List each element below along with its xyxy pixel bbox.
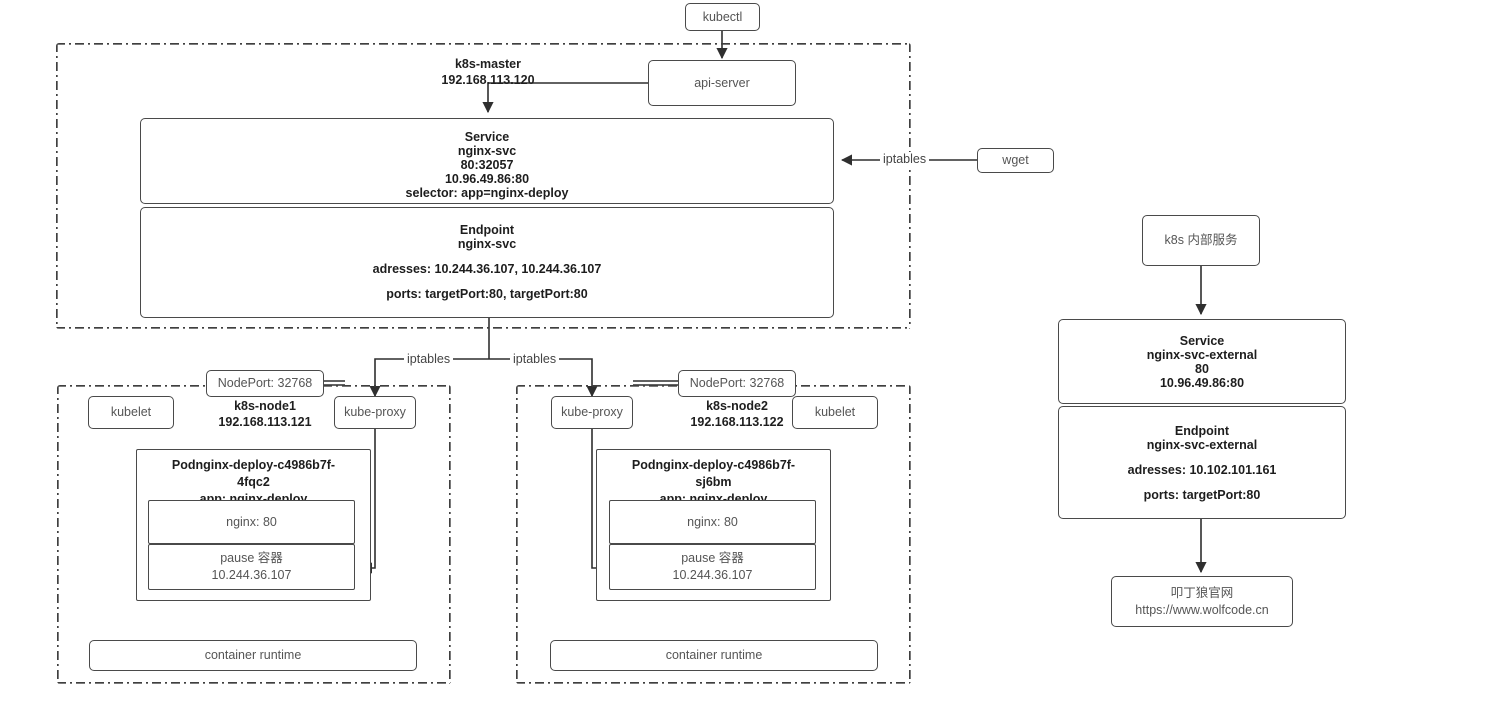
node1-kube-proxy-box[interactable]: kube-proxy <box>334 396 416 429</box>
node1-container-runtime-box[interactable]: container runtime <box>89 640 417 671</box>
node1-nginx-label: nginx: 80 <box>226 514 277 529</box>
node1-kubelet-box[interactable]: kubelet <box>88 396 174 429</box>
service-cluster-ip: 10.96.49.86:80 <box>444 172 530 186</box>
node1-nodeport-box[interactable]: NodePort: 32768 <box>206 370 324 397</box>
node2-pause-container-box[interactable]: pause 容器 10.244.36.107 <box>609 544 816 590</box>
node2-nodeport-label: NodePort: 32768 <box>689 376 785 391</box>
node2-kube-proxy-box[interactable]: kube-proxy <box>551 396 633 429</box>
node1-name: k8s-node1 <box>234 399 296 413</box>
node2-nginx-label: nginx: 80 <box>687 514 738 529</box>
node1-nodeport-label: NodePort: 32768 <box>217 376 313 391</box>
api-server-box[interactable]: api-server <box>648 60 796 106</box>
master-endpoint-panel[interactable]: Endpoint nginx-svc adresses: 10.244.36.1… <box>140 207 834 318</box>
endpoint-kind: Endpoint <box>459 223 515 237</box>
node2-nginx-container-box[interactable]: nginx: 80 <box>609 500 816 544</box>
node2-pod-title: Podnginx-deploy-c4986b7f- <box>631 458 796 472</box>
iptables-label-node1: iptables <box>404 352 454 366</box>
api-server-label: api-server <box>694 75 750 90</box>
wget-box[interactable]: wget <box>977 148 1054 173</box>
node2-pod-suffix: sj6bm <box>695 474 732 489</box>
node1-container-runtime-label: container runtime <box>204 648 302 663</box>
k8s-master-ip: 192.168.113.120 <box>441 73 535 88</box>
k8s-master-name: k8s-master <box>454 57 521 71</box>
external-service-panel[interactable]: Service nginx-svc-external 80 10.96.49.8… <box>1058 319 1346 404</box>
endpoint-name: nginx-svc <box>457 237 517 251</box>
node2-kubelet-box[interactable]: kubelet <box>792 396 878 429</box>
node2-pause-ip: 10.244.36.107 <box>672 568 753 582</box>
node2-name: k8s-node2 <box>706 399 768 413</box>
node2-kube-proxy-label: kube-proxy <box>561 405 623 420</box>
node1-ip: 192.168.113.121 <box>218 415 312 430</box>
node1-pause-container-box[interactable]: pause 容器 10.244.36.107 <box>148 544 355 590</box>
wolfcode-site-url: https://www.wolfcode.cn <box>1135 602 1269 617</box>
service-name: nginx-svc <box>457 144 517 158</box>
external-endpoint-addresses: adresses: 10.102.101.161 <box>1127 463 1277 477</box>
node1-kubelet-label: kubelet <box>110 405 152 420</box>
node1-kube-proxy-label: kube-proxy <box>344 405 406 420</box>
master-service-panel[interactable]: Service nginx-svc 80:32057 10.96.49.86:8… <box>140 118 834 204</box>
node2-title: k8s-node2 192.168.113.122 <box>667 398 807 431</box>
node2-ip: 192.168.113.122 <box>690 415 784 430</box>
external-service-kind: Service <box>1179 333 1225 348</box>
k8s-master-title: k8s-master 192.168.113.120 <box>418 56 558 89</box>
node2-container-runtime-label: container runtime <box>665 648 763 663</box>
endpoint-addresses: adresses: 10.244.36.107, 10.244.36.107 <box>372 262 602 276</box>
kubectl-label: kubectl <box>702 9 743 24</box>
node1-pod-title: Podnginx-deploy-c4986b7f- <box>171 458 336 472</box>
node2-kubelet-label: kubelet <box>814 405 856 420</box>
external-service-cluster-ip: 10.96.49.86:80 <box>1159 375 1245 390</box>
external-endpoint-name: nginx-svc-external <box>1146 438 1258 452</box>
external-endpoint-kind: Endpoint <box>1174 424 1230 438</box>
node1-title: k8s-node1 192.168.113.121 <box>195 398 335 431</box>
iptables-label-node2: iptables <box>510 352 560 366</box>
node2-container-runtime-box[interactable]: container runtime <box>550 640 878 671</box>
wget-label: wget <box>1002 153 1029 168</box>
external-endpoint-panel[interactable]: Endpoint nginx-svc-external adresses: 10… <box>1058 406 1346 519</box>
wolfcode-site-name: 叩丁狼官网 <box>1170 585 1234 600</box>
external-service-name: nginx-svc-external <box>1146 347 1258 362</box>
node1-pause-label: pause 容器 <box>220 551 283 566</box>
iptables-label-wget: iptables <box>880 152 930 166</box>
service-kind: Service <box>464 130 510 144</box>
external-service-port: 80 <box>1195 361 1209 376</box>
wolfcode-site-box[interactable]: 叩丁狼官网 https://www.wolfcode.cn <box>1111 576 1293 627</box>
kubectl-box[interactable]: kubectl <box>685 3 760 31</box>
node1-pause-ip: 10.244.36.107 <box>211 568 292 582</box>
service-ports: 80:32057 <box>460 158 514 172</box>
node2-pause-label: pause 容器 <box>681 551 744 566</box>
endpoint-ports: ports: targetPort:80, targetPort:80 <box>386 287 588 301</box>
node1-pod-suffix: 4fqc2 <box>237 474 270 489</box>
node1-nginx-container-box[interactable]: nginx: 80 <box>148 500 355 544</box>
node2-nodeport-box[interactable]: NodePort: 32768 <box>678 370 796 397</box>
k8s-internal-service-label: k8s 内部服务 <box>1164 233 1238 248</box>
k8s-internal-service-box[interactable]: k8s 内部服务 <box>1142 215 1260 266</box>
external-endpoint-ports: ports: targetPort:80 <box>1143 488 1261 502</box>
service-selector: selector: app=nginx-deploy <box>405 186 569 200</box>
